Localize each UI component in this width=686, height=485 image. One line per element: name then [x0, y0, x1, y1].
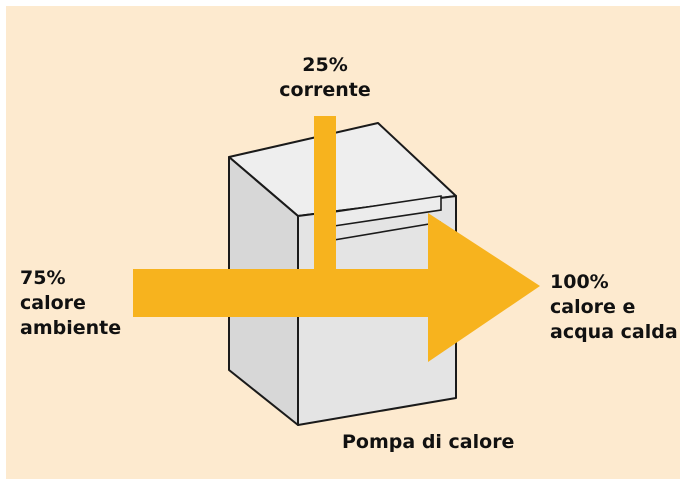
label-output-line2: acqua calda [550, 321, 678, 343]
label-output-percent: 100% [550, 271, 609, 293]
label-device-text: Pompa di calore [342, 431, 515, 453]
label-ambient-heat: 75% calore ambiente [20, 266, 121, 341]
cabinet-slot-shadow [333, 221, 442, 241]
label-output-heat: 100% calore e acqua calda [550, 270, 678, 345]
label-ambient-percent: 75% [20, 267, 66, 289]
label-ambient-line2: ambiente [20, 317, 122, 339]
label-device: Pompa di calore [342, 430, 514, 455]
electricity-flow-arrow [314, 116, 336, 272]
label-output-line1: calore e [550, 296, 636, 318]
label-electricity: 25% corrente [270, 53, 380, 103]
label-electricity-text: corrente [279, 79, 371, 101]
heat-flow-arrow [133, 213, 540, 362]
label-electricity-percent: 25% [302, 54, 348, 76]
label-ambient-line1: calore [20, 292, 86, 314]
